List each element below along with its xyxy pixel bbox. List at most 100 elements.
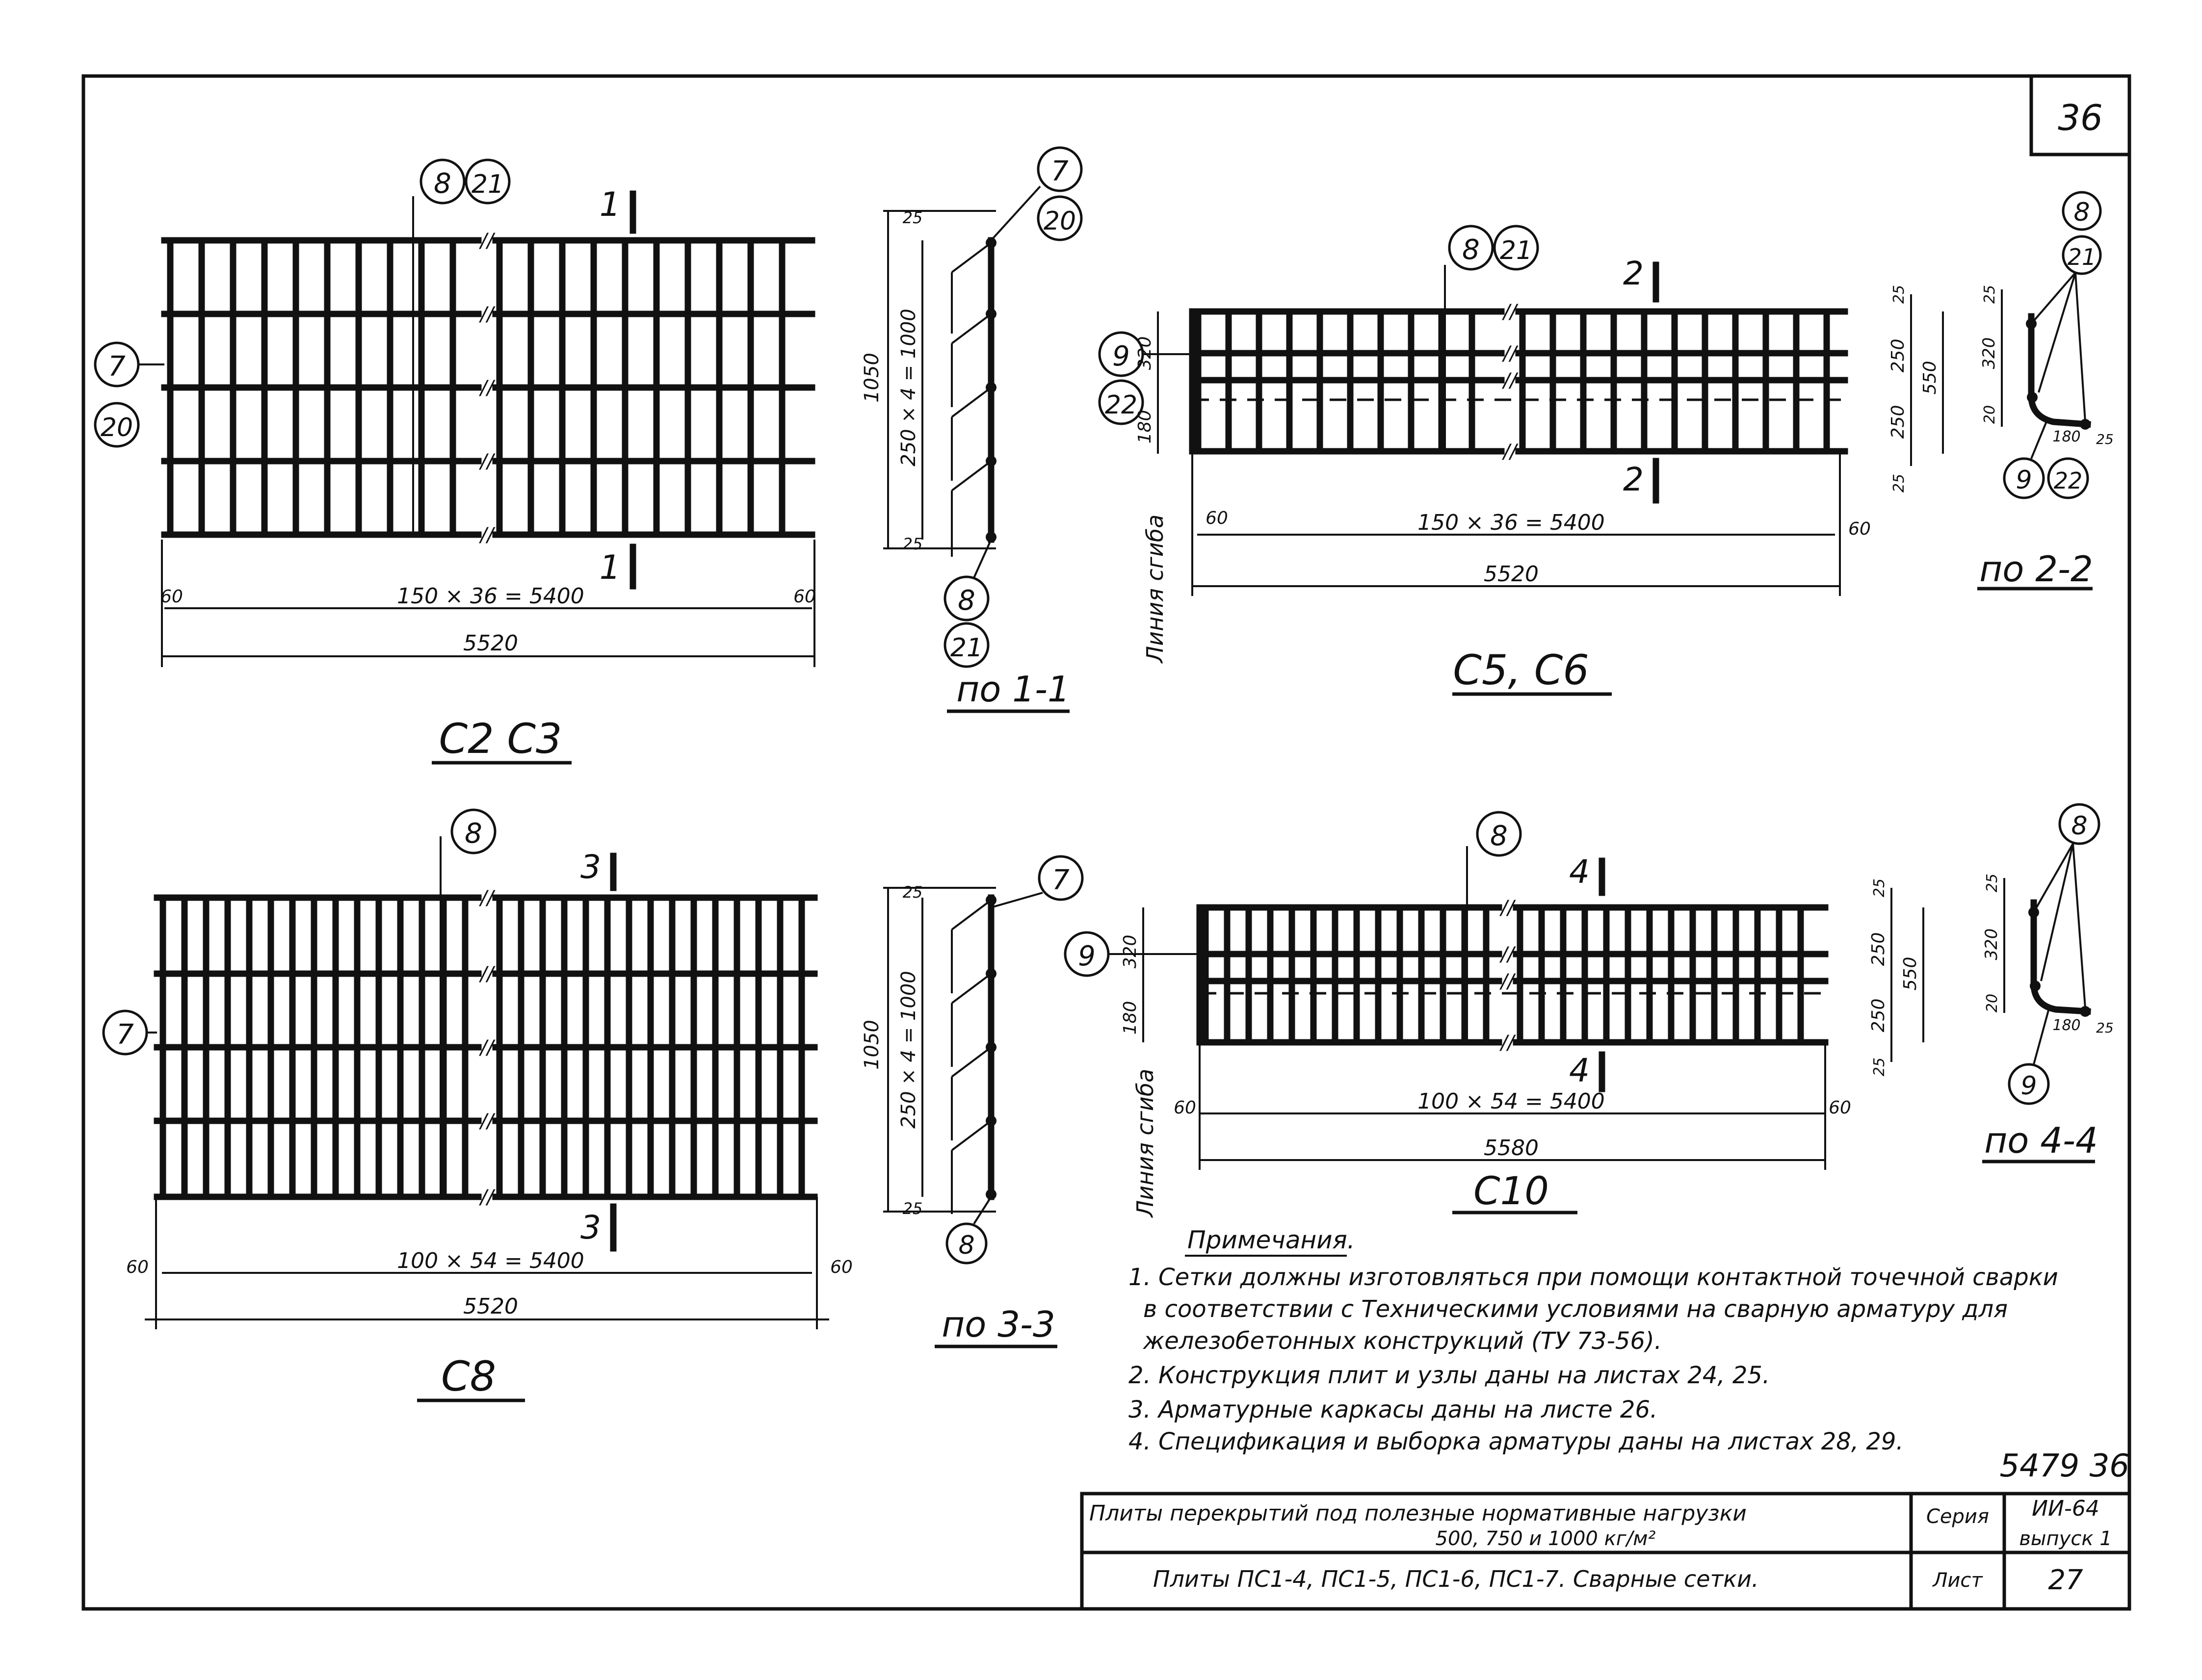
callout-8-c8	[450, 808, 497, 854]
dim-outer-c2c3: 5520	[463, 631, 518, 656]
leader-bottom-s11	[973, 539, 992, 578]
leader-top-s44-c	[2072, 843, 2086, 1008]
dim-end-3-3-top: 25	[903, 883, 923, 902]
callout-21-s22-label: 21	[2068, 244, 2097, 270]
dim-left-bottom-c5c6: 180	[1135, 410, 1155, 444]
callout-7-s33-label: 7	[1052, 864, 1070, 896]
dim-right-end-top-c5c6: 25	[1890, 285, 1908, 304]
view-title-s22: по 2-2	[1979, 548, 2093, 590]
title-block: Плиты перекрытий под полезные нормативны…	[1080, 1492, 2131, 1611]
dim-inner-c2c3: 150 × 36 = 5400	[397, 584, 584, 609]
dim-end-2-2: 25	[2096, 431, 2114, 447]
dim-low-2-2: 20	[1981, 405, 1998, 424]
notes-heading: Примечания.	[1187, 1226, 1355, 1254]
dim-span-3-3: 250 × 4 = 1000	[897, 971, 920, 1128]
dim-end-left-c5c6: 60	[1206, 508, 1228, 528]
dim-end-right-c5c6: 60	[1848, 519, 1871, 539]
dim-inner-c5c6: 150 × 36 = 5400	[1417, 510, 1605, 535]
note-line-5: 3. Арматурные каркасы даны на листе 26.	[1128, 1396, 1657, 1423]
break-mark: //	[1502, 342, 1519, 365]
callout-21-s22	[2062, 235, 2102, 275]
leader-top-s44-b	[2040, 843, 2074, 982]
dim-end-left-c8: 60	[126, 1257, 149, 1277]
view-title-s11: по 1-1	[956, 669, 1070, 710]
view-title-c10: С10	[1473, 1169, 1549, 1214]
callout-8-s44	[2058, 803, 2100, 845]
slab-line-c5c6: Линия сгиба	[1142, 515, 1168, 664]
dim-right-bottom-c5c6: 250	[1888, 405, 1908, 439]
callout-22-s22-label: 22	[2054, 467, 2083, 494]
weld-dot-4-4-c	[2080, 1006, 2091, 1017]
break-mark: //	[1499, 943, 1516, 966]
callout-7-c2c3-label: 7	[108, 351, 126, 383]
dim-mid-2-2: 320	[1979, 337, 1999, 369]
list-value: 27	[2048, 1564, 2083, 1596]
weld-dot-2-2-b	[2027, 392, 2038, 403]
dim-right-end-bottom-c5c6: 25	[1890, 474, 1908, 492]
hatch-line	[951, 242, 992, 273]
weld-dot-2-2-c	[2080, 419, 2091, 430]
view-c10: //////// 8 9 4 4 320 180 Линия сгиба 250…	[1064, 811, 1924, 1218]
callout-21-c2c3	[465, 158, 511, 205]
section-3-top-label: 3	[580, 848, 601, 886]
callout-20-c2c3	[94, 402, 140, 448]
break-mark: //	[479, 1186, 496, 1209]
break-mark: //	[479, 887, 496, 909]
leader-top-s22-c	[2074, 272, 2086, 422]
view-title-c8: С8	[441, 1352, 496, 1400]
note-line-2: в соответствии с Техническими условиями …	[1143, 1295, 2008, 1323]
dim-end-1-1-bottom: 25	[903, 535, 923, 553]
dim-right-top-c10: 250	[1868, 932, 1888, 966]
callout-7-s11-label: 7	[1051, 155, 1069, 187]
dim-inner-c8: 100 × 54 = 5400	[397, 1248, 584, 1273]
callout-21-c5c6	[1493, 225, 1539, 271]
view-title-c2c3: С2 С3	[439, 715, 562, 763]
break-mark: //	[1502, 369, 1519, 392]
callout-7-c8-label: 7	[116, 1019, 134, 1051]
callout-8-s11-label: 8	[958, 585, 975, 617]
dim-end-right-c8: 60	[830, 1257, 853, 1277]
break-mark: //	[479, 303, 496, 326]
view-c8: ////////// 8 7 3 3 100 × 54 = 5400 5520 …	[102, 808, 853, 1402]
break-mark: //	[479, 1036, 496, 1059]
hatch-line	[951, 899, 992, 930]
callout-9-s22-label: 9	[2016, 465, 2032, 495]
callout-22-c5c6	[1098, 379, 1144, 425]
break-mark: //	[479, 230, 496, 252]
break-mark: //	[479, 377, 496, 399]
notes-block: Примечания. 1. Сетки должны изготовлятьс…	[1128, 1226, 2058, 1455]
leader-bottom-s33	[973, 1196, 992, 1225]
callout-8-s11	[944, 575, 990, 621]
seria-value: ИИ-64	[2032, 1496, 2099, 1521]
dim-end-right-c10: 60	[1829, 1098, 1851, 1118]
view-title-s44: по 4-4	[1984, 1120, 2098, 1161]
dim-left-top-c5c6: 320	[1135, 336, 1155, 370]
view-c5-c6: //////// 8 21 9 22 2 2 320 180 Линия сги…	[1098, 225, 1944, 696]
callout-9-c5c6-label: 9	[1112, 340, 1130, 372]
break-mark: //	[1502, 301, 1519, 323]
callout-8-c5c6-label: 8	[1462, 234, 1480, 266]
dim-end-right-c2c3: 60	[793, 587, 816, 607]
ladder-3-3	[951, 895, 996, 1214]
view-section-4-4: 8 9 25 320 20 180 25 по 4-4	[1982, 803, 2114, 1163]
dim-outer-c10: 5580	[1484, 1136, 1539, 1161]
break-mark: //	[479, 524, 496, 546]
dim-total-3-3: 1050	[861, 1020, 883, 1070]
callout-21-c2c3-label: 21	[472, 170, 504, 199]
break-mark: //	[1499, 970, 1516, 993]
callout-8-s33	[945, 1222, 988, 1265]
dim-left-bottom-c10: 180	[1120, 1001, 1140, 1035]
leader-top-s22-a	[2030, 272, 2076, 325]
dim-inner-c10: 100 × 54 = 5400	[1417, 1089, 1605, 1114]
callout-9-s22	[2003, 457, 2045, 499]
view-section-1-1: 1050 250 × 4 = 1000 25 25 7 20 8 21 по 1…	[861, 146, 1083, 713]
dim-top-2-2: 25	[1981, 285, 1998, 304]
break-mark: //	[1499, 1032, 1516, 1054]
leader-top-s22-b	[2038, 272, 2076, 393]
weld-dot	[986, 1189, 996, 1200]
view-c2-c3: ////////// 8 21 7 20 1 1 150 × 36 = 5400…	[94, 158, 816, 765]
note-line-3: железобетонных конструкций (ТУ 73-56).	[1143, 1327, 1662, 1355]
corner-number-box	[2029, 74, 2131, 156]
hatch-line	[951, 1120, 992, 1151]
